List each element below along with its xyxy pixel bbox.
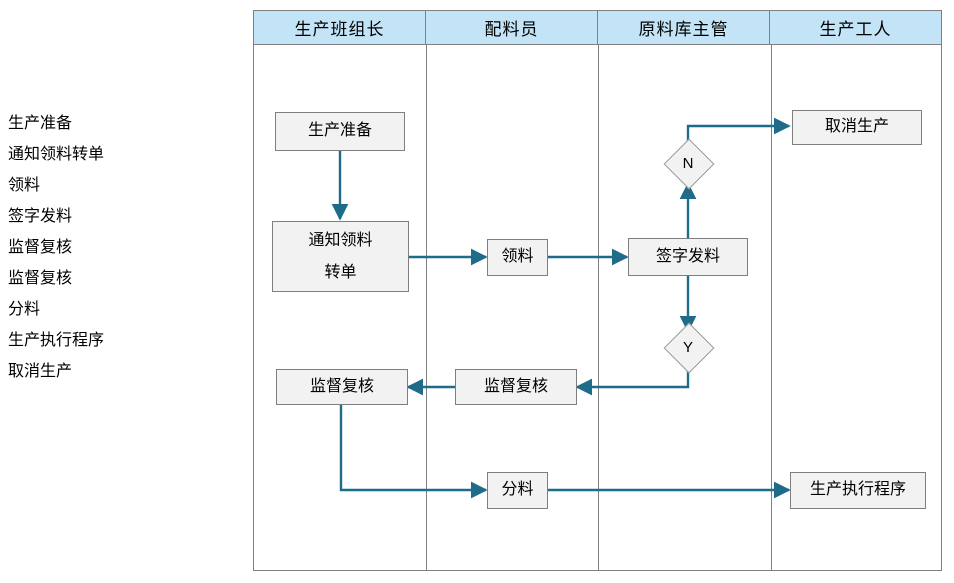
node-production-execution[interactable]: 生产执行程序 bbox=[790, 472, 926, 509]
node-cancel-production[interactable]: 取消生产 bbox=[792, 110, 922, 145]
lane-header-batching-operator: 配料员 bbox=[426, 11, 598, 44]
node-review-supervision-left[interactable]: 监督复核 bbox=[276, 369, 408, 405]
list-item: 生产准备 bbox=[8, 115, 73, 132]
node-split-material[interactable]: 分料 bbox=[487, 472, 548, 509]
node-notify-line-1: 通知领料 bbox=[308, 231, 373, 249]
decision-label-no: N bbox=[682, 154, 694, 172]
lane-header-material-warehouse-supervisor: 原料库主管 bbox=[598, 11, 770, 44]
node-sign-and-issue[interactable]: 签字发料 bbox=[628, 238, 748, 276]
list-item: 通知领料转单 bbox=[8, 146, 105, 163]
node-production-preparation[interactable]: 生产准备 bbox=[275, 112, 405, 151]
swimlane-header-row: 生产班组长 配料员 原料库主管 生产工人 bbox=[254, 11, 941, 45]
step-list: 生产准备 通知领料转单 领料 签字发料 监督复核 监督复核 分料 生产执行程序 … bbox=[8, 108, 238, 387]
node-review-supervision-right[interactable]: 监督复核 bbox=[455, 369, 577, 405]
lane-divider-3 bbox=[771, 45, 772, 570]
list-item: 监督复核 bbox=[8, 270, 73, 287]
node-notify-material-transfer[interactable]: 通知领料 转单 bbox=[272, 221, 409, 292]
lane-header-production-worker: 生产工人 bbox=[819, 20, 892, 39]
list-item: 取消生产 bbox=[8, 363, 73, 380]
list-item: 生产执行程序 bbox=[8, 332, 105, 349]
list-item: 分料 bbox=[8, 301, 41, 318]
decision-label-yes: Y bbox=[682, 338, 693, 356]
lane-header-production-team-leader: 生产班组长 bbox=[254, 11, 426, 44]
lane-divider-1 bbox=[426, 45, 427, 570]
node-notify-line-2: 转单 bbox=[324, 263, 357, 281]
lane-divider-2 bbox=[598, 45, 599, 570]
list-item: 领料 bbox=[8, 177, 41, 194]
list-item: 签字发料 bbox=[8, 208, 73, 225]
node-pick-material[interactable]: 领料 bbox=[487, 239, 548, 276]
list-item: 监督复核 bbox=[8, 239, 73, 256]
